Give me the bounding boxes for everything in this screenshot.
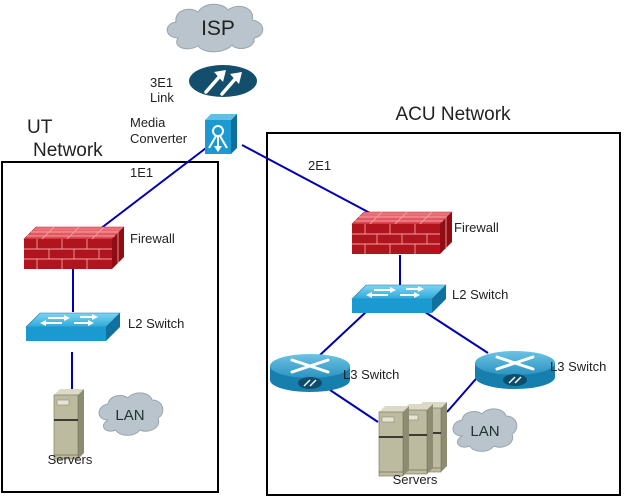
acu-network-boundary [266, 132, 621, 496]
acu-link-label: 2E1 [308, 158, 331, 173]
ut-network-title-line2: Network [33, 140, 103, 161]
ut-network-boundary [1, 161, 219, 493]
acu-l3-switch-left-label: L3 Switch [343, 367, 399, 382]
acu-l3-switch-right-label: L3 Switch [550, 359, 606, 374]
ut-firewall-icon [23, 226, 125, 270]
acu-l3-switch-left-icon [268, 352, 352, 394]
isp-label: ISP [201, 17, 235, 40]
ut-l2-switch-icon [25, 312, 121, 342]
acu-l2-switch-icon [351, 284, 447, 314]
ut-firewall-label: Firewall [130, 231, 175, 246]
link-converter-acu-firewall [241, 144, 371, 214]
link-label-line2: Link [150, 90, 174, 105]
media-converter-label-line2: Converter [130, 131, 188, 146]
acu-l2-switch-label: L2 Switch [452, 287, 508, 302]
isp-cloud-icon [166, 3, 264, 53]
acu-firewall-label: Firewall [454, 220, 499, 235]
ut-servers-label: Servers [48, 452, 93, 467]
link-acu-switch-l3-right [424, 311, 489, 354]
ut-lan-cloud-icon [98, 392, 164, 436]
acu-firewall-icon [351, 211, 453, 255]
link-l3-left-servers [329, 389, 379, 423]
acu-lan-cloud-icon [452, 408, 518, 452]
ut-server-icon [53, 388, 85, 460]
link-acu-switch-l3-left [319, 311, 367, 356]
ut-lan-label: LAN [115, 407, 144, 424]
acu-l3-switch-right-icon [473, 349, 557, 391]
acu-network-title: ACU Network [395, 104, 511, 125]
link-label-line1: 3E1 [150, 75, 173, 90]
ut-network-title-line1: UT [27, 117, 53, 138]
ut-link-label: 1E1 [130, 165, 153, 180]
acu-lan-label: LAN [470, 423, 499, 440]
acu-servers-icon [378, 401, 448, 477]
link-converter-ut-firewall [99, 144, 211, 230]
media-converter-icon [205, 114, 237, 154]
ut-l2-switch-label: L2 Switch [128, 316, 184, 331]
acu-servers-label: Servers [393, 472, 438, 487]
e1-link-icon [189, 65, 257, 97]
media-converter-label-line1: Media [130, 115, 166, 130]
